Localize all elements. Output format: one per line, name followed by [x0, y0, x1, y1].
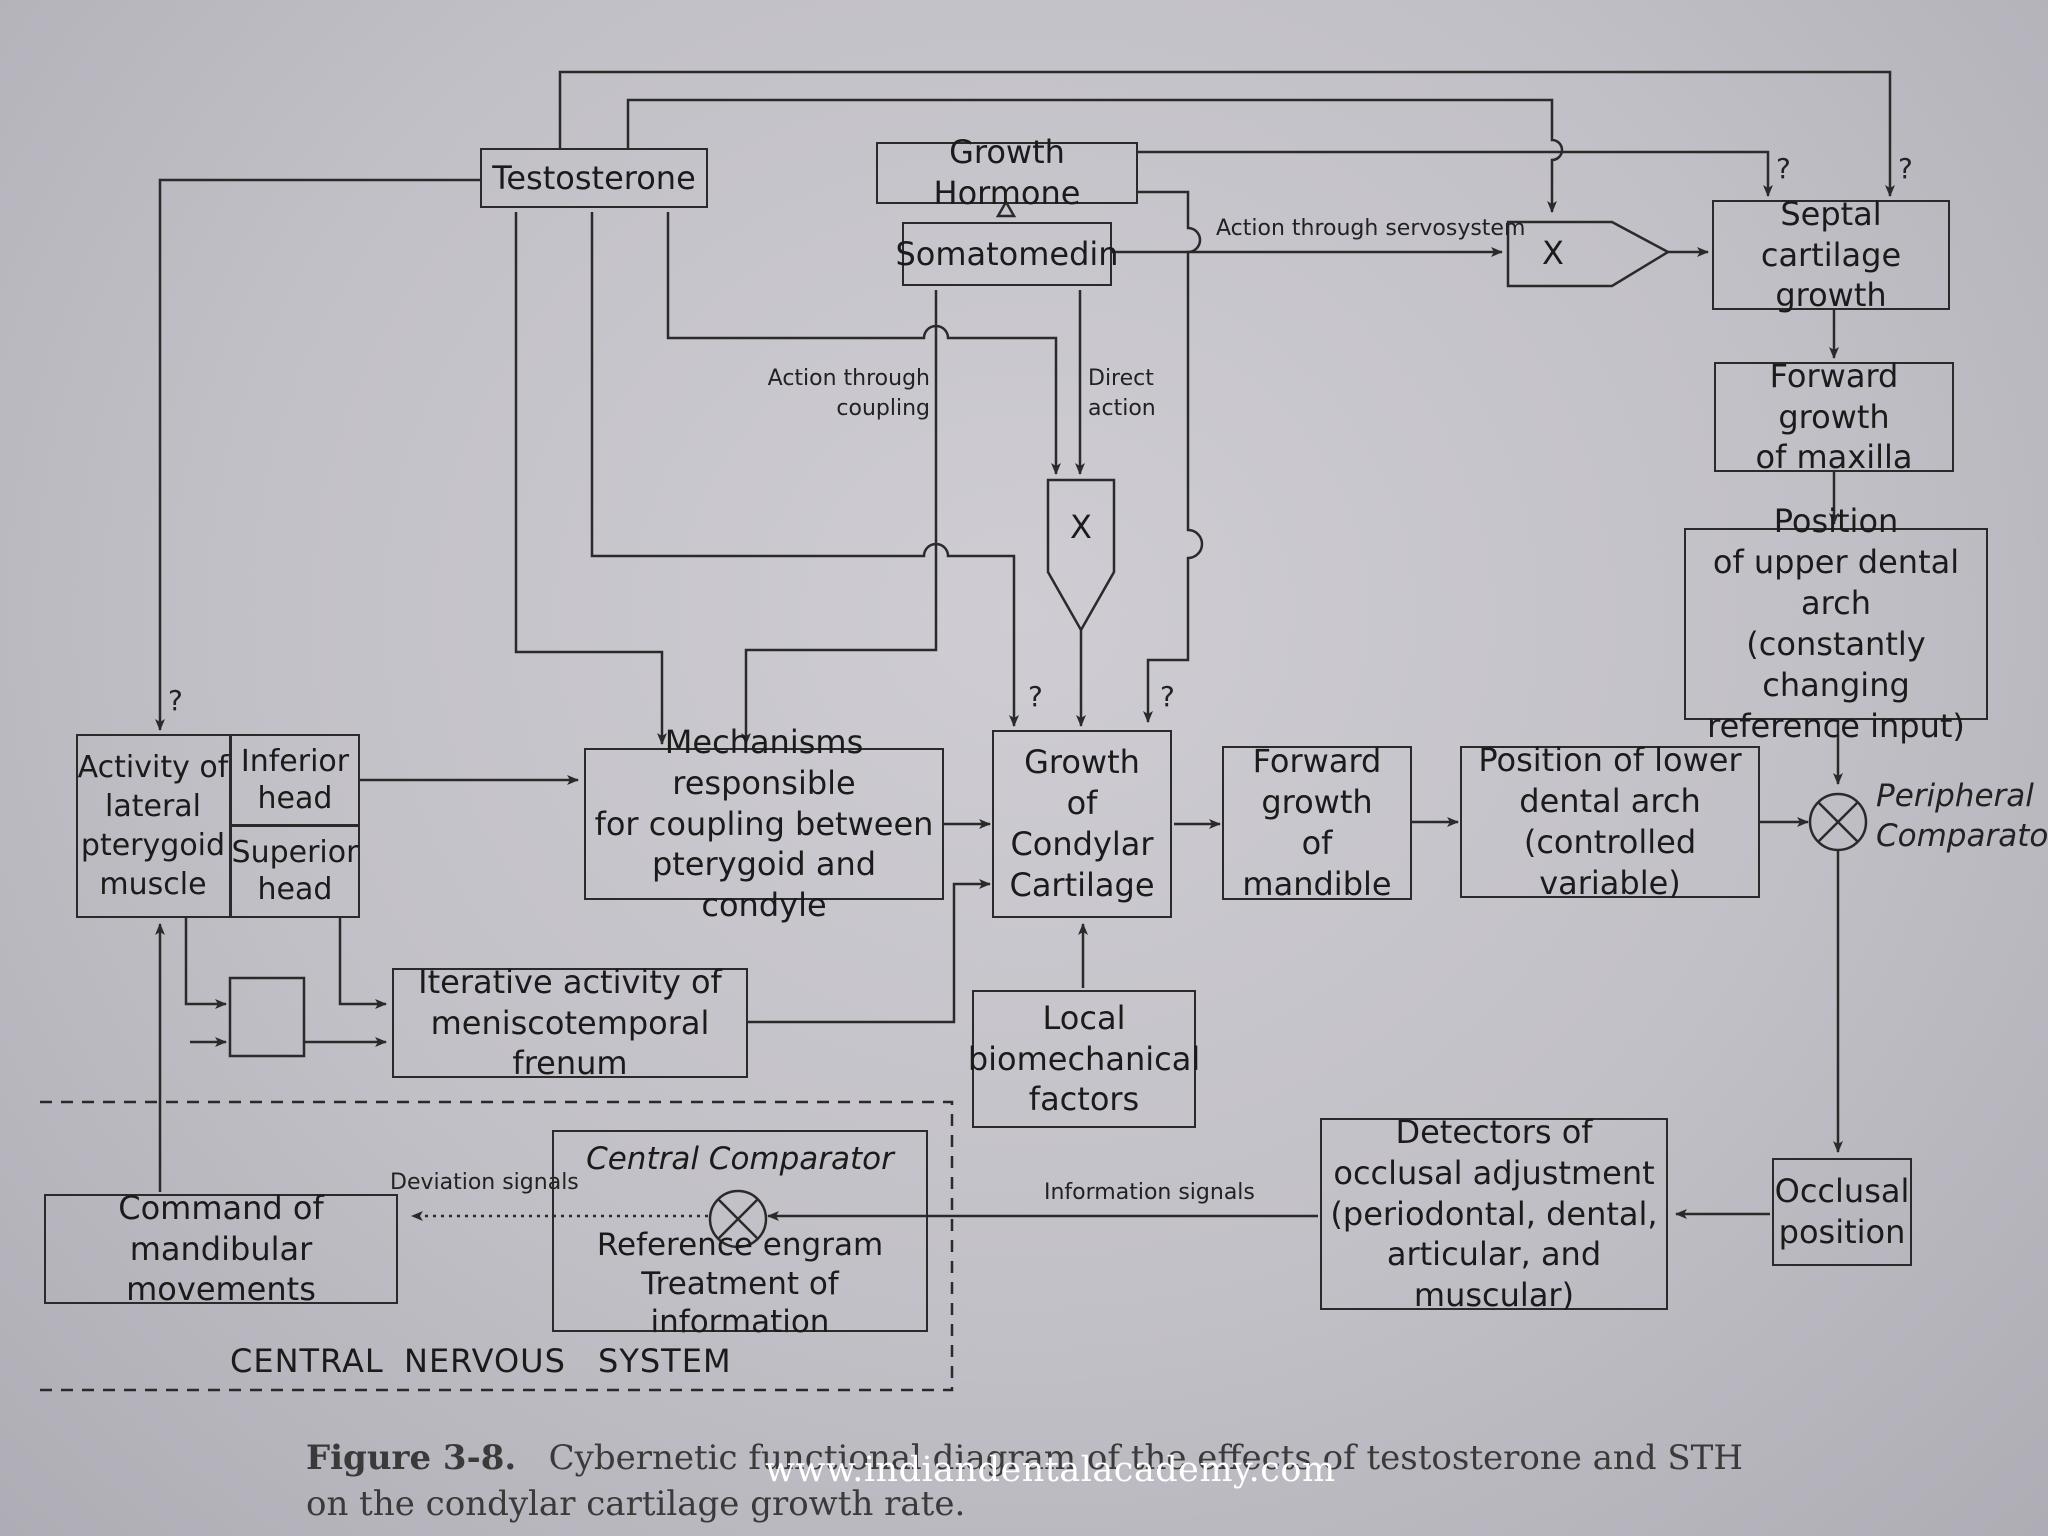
lower-dental-arch-box: Position of lower dental arch (controlle…: [1460, 741, 1760, 902]
deviation-signals-label: Deviation signals: [390, 1170, 579, 1195]
central-comparator-box: [552, 1130, 928, 1332]
central-comparator-body: Reference engram Treatment of informatio…: [596, 1226, 884, 1341]
peripheral-comparator-label: Peripheral Comparator: [1876, 778, 2048, 855]
testosterone-box: Testosterone: [480, 148, 708, 208]
figure-number: Figure 3-8.: [306, 1438, 517, 1478]
superior-head-label: Superior head: [231, 834, 359, 908]
local-biomechanical-box: Local biomechanical factors: [968, 990, 1200, 1128]
coupling-label: Action through coupling: [767, 366, 930, 421]
watermark: www.indiandentalacademy.com: [765, 1450, 1336, 1490]
growth-hormone-box: Growth Hormone: [876, 133, 1138, 212]
upper-dental-arch-box: Position of upper dental arch (constantl…: [1684, 502, 1988, 745]
figure-caption-text: Cybernetic functional diagram of the eff…: [306, 1438, 1744, 1524]
central-comparator-title: Central Comparator: [586, 1140, 894, 1177]
figure-caption: Figure 3-8. Cybernetic functional diagra…: [306, 1436, 1766, 1528]
iterative-activity-box: Iterative activity of meniscotemporal fr…: [392, 963, 748, 1082]
question-mark-septal-1: ?: [1776, 152, 1791, 185]
somatomedin-box: Somatomedin: [895, 222, 1119, 286]
septal-cartilage-box: Septal cartilage growth: [1712, 195, 1950, 314]
question-mark-condyle-2: ?: [1160, 680, 1175, 713]
mechanisms-box: Mechanisms responsible for coupling betw…: [584, 723, 944, 924]
forward-growth-mandible-box: Forward growth of mandible: [1222, 742, 1412, 903]
cns-central-label: CENTRAL: [230, 1342, 384, 1380]
question-mark-condyle-1: ?: [1028, 680, 1043, 713]
servosystem-label: Action through servosystem: [1216, 216, 1526, 241]
inferior-head-label: Inferior head: [240, 743, 350, 817]
occlusal-position-box: Occlusal position: [1772, 1158, 1912, 1266]
lateral-pterygoid-activity-label: Activity of lateral pterygoid muscle: [77, 750, 229, 902]
command-mandibular-box: Command of mandibular movements: [44, 1189, 398, 1308]
cns-system-label: SYSTEM: [598, 1342, 732, 1380]
forward-growth-maxilla-box: Forward growth of maxilla: [1714, 357, 1954, 476]
direct-action-label: Direct action: [1088, 366, 1156, 421]
pterygoid-divider-horizontal: [229, 824, 360, 827]
information-signals-label: Information signals: [1044, 1180, 1255, 1205]
question-mark-pterygoid: ?: [168, 684, 183, 717]
cns-nervous-label: NERVOUS: [404, 1342, 566, 1380]
condyle-x-label: X: [1070, 508, 1092, 546]
top-x-label: X: [1542, 234, 1564, 272]
detectors-box: Detectors of occlusal adjustment (period…: [1320, 1113, 1668, 1314]
condylar-cartilage-box: Growth of Condylar Cartilage: [992, 730, 1172, 918]
question-mark-septal-2: ?: [1898, 152, 1913, 185]
